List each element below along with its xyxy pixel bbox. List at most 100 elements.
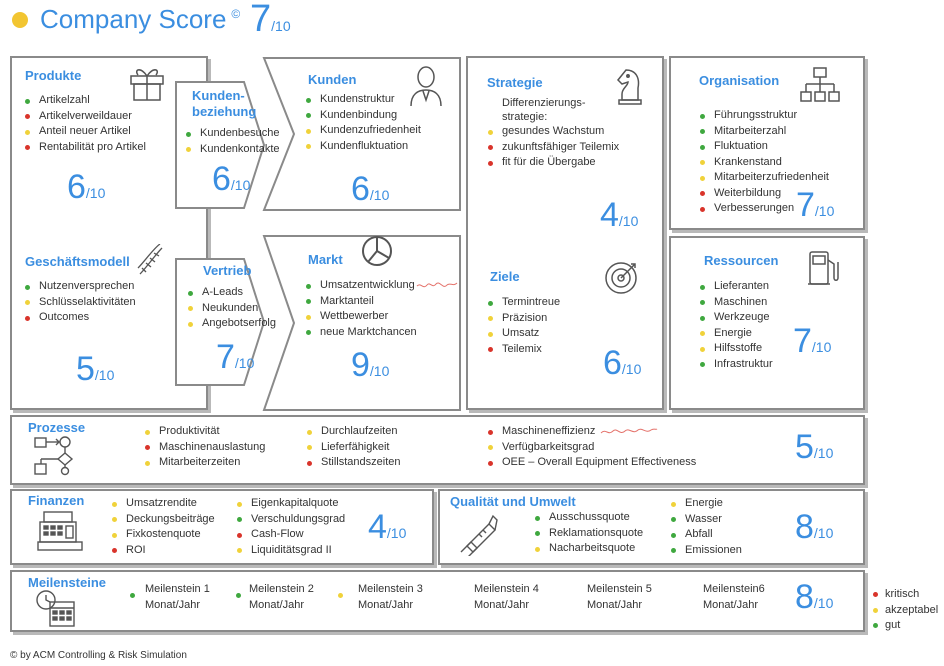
ziele-title: Ziele [490, 269, 520, 284]
page-title: Company Score© [40, 4, 241, 34]
list-item: zukunftsfähiger Teilemix [488, 140, 619, 156]
caliper-icon [457, 514, 499, 561]
list-item: Emissionen [671, 543, 742, 559]
footer-copyright: © by ACM Controlling & Risk Simulation [10, 650, 187, 661]
list-item: Outcomes [25, 310, 136, 326]
effizienz-squiggle [600, 428, 658, 434]
list-item: Artikelzahl [25, 93, 146, 109]
milestone-date: Monat/Jahr [474, 598, 530, 611]
list-item: Rentabilität pro Artikel [25, 140, 146, 156]
geschaeftsmodell-score: 5/10 [76, 350, 115, 388]
qualitaet-panel [438, 489, 865, 565]
calendar-clock-icon [34, 590, 76, 633]
vertrieb-title: Vertrieb [203, 263, 252, 278]
legend-item-akzeptabel: akzeptabel [873, 603, 938, 619]
kunden-list: Kundenstruktur Kundenbindung Kundenzufri… [306, 92, 421, 154]
milestone-status-dot [130, 593, 135, 598]
milestone-status-dot [236, 593, 241, 598]
list-item: Führungsstruktur [700, 108, 829, 124]
list-item: ROI [112, 543, 215, 559]
list-item: Artikelverweildauer [25, 109, 146, 125]
markt-score: 9/10 [351, 346, 390, 384]
list-item: Kundenbindung [306, 108, 421, 124]
list-item: fit für die Übergabe [488, 155, 619, 171]
list-item: Umsatzrendite [112, 496, 215, 512]
chess-knight-icon [614, 66, 644, 111]
kundenbeziehung-title: Kunden-beziehung [192, 88, 257, 119]
list-item: Durchlaufzeiten [307, 424, 401, 440]
milestone-name: Meilenstein 4 [474, 583, 539, 595]
milestone-date: Monat/Jahr [587, 598, 643, 611]
pie-chart-icon [360, 234, 394, 273]
prozesse-col2: Durchlaufzeiten Lieferfähigkeit Stillsta… [307, 424, 401, 471]
list-item: Verfügbarkeitsgrad [488, 440, 696, 456]
legend-item-gut: gut [873, 618, 938, 634]
list-item: Kundenfluktuation [306, 139, 421, 155]
list-item: Mitarbeiterzeiten [145, 455, 265, 471]
process-flow-icon [34, 436, 76, 481]
markt-arrow-shape [262, 235, 461, 411]
list-item: Wettbewerber [306, 309, 417, 325]
milestone-name: Meilenstein6 [703, 583, 765, 595]
header-dot [12, 12, 28, 28]
list-item: Umsatz [488, 326, 560, 342]
finanzen-col1: Umsatzrendite Deckungsbeiträge Fixkosten… [112, 496, 215, 558]
list-item: Kundenbesuche [186, 126, 280, 142]
ressourcen-panel [669, 236, 865, 410]
list-item: Hilfsstoffe [700, 341, 773, 357]
qualitaet-score: 8/10 [795, 508, 834, 546]
kunden-score: 6/10 [351, 170, 390, 208]
kunden-title: Kunden [308, 72, 357, 87]
list-item: Ausschussquote [535, 510, 643, 526]
ressourcen-score: 7/10 [793, 322, 832, 360]
list-item: Mitarbeiterzufriedenheit [700, 170, 829, 186]
legend: kritisch akzeptabel gut [873, 587, 938, 634]
list-item: OEE – Overall Equipment Effectiveness [488, 455, 696, 471]
kunden-arrow-shape [262, 57, 461, 211]
list-item: Maschinenauslastung [145, 440, 265, 456]
strategie-list: gesundes Wachstum zukunftsfähiger Teilem… [488, 124, 619, 171]
strategie-title: Strategie [487, 75, 543, 90]
list-item: Kundenkontakte [186, 142, 280, 158]
ressourcen-title: Ressourcen [704, 253, 779, 268]
list-item: Abfall [671, 527, 742, 543]
target-icon [603, 260, 639, 301]
list-item: Lieferanten [700, 279, 773, 295]
list-item: Fixkostenquote [112, 527, 215, 543]
vertrieb-score: 7/10 [216, 338, 255, 376]
list-item: Schlüsselaktivitäten [25, 295, 136, 311]
list-item: Termintreue [488, 295, 560, 311]
fuel-pump-icon [806, 248, 840, 291]
list-item: Umsatzentwicklung [306, 278, 417, 294]
list-item: Energie [700, 326, 773, 342]
list-item: Maschineneffizienz [488, 424, 696, 440]
finanzen-panel [10, 489, 434, 565]
organisation-title: Organisation [699, 73, 780, 88]
kundenbeziehung-list: Kundenbesuche Kundenkontakte [186, 126, 280, 157]
list-item: Präzision [488, 311, 560, 327]
milestone-date: Monat/Jahr [703, 598, 759, 611]
produkte-list: Artikelzahl Artikelverweildauer Anteil n… [25, 93, 146, 155]
list-item: Stillstandszeiten [307, 455, 401, 471]
list-item: Eigenkapitalquote [237, 496, 345, 512]
list-item: A-Leads [188, 285, 276, 301]
dna-icon [136, 243, 166, 283]
milestone-5: Meilenstein 5 Monat/Jahr [587, 582, 652, 613]
list-item: Wasser [671, 512, 742, 528]
milestone-3: Meilenstein 3 Monat/Jahr [338, 582, 423, 613]
strategie-ziele-panel [466, 56, 664, 410]
list-item: Nacharbeitsquote [535, 541, 643, 557]
list-item: Reklamationsquote [535, 526, 643, 542]
prozesse-panel [10, 415, 865, 485]
person-icon [408, 64, 444, 113]
legend-item-kritisch: kritisch [873, 587, 938, 603]
umsatz-squiggle [416, 282, 458, 288]
strategie-subtitle: Differenzierungs-strategie: [502, 97, 586, 123]
list-item: Kundenzufriedenheit [306, 123, 421, 139]
finanzen-col2: Eigenkapitalquote Verschuldungsgrad Cash… [237, 496, 345, 558]
organisation-score: 7/10 [796, 186, 835, 224]
list-item: Angebotserfolg [188, 316, 276, 332]
list-item: Neukunden [188, 301, 276, 317]
prozesse-col3: Maschineneffizienz Verfügbarkeitsgrad OE… [488, 424, 696, 471]
milestone-2: Meilenstein 2 Monat/Jahr [236, 582, 314, 613]
